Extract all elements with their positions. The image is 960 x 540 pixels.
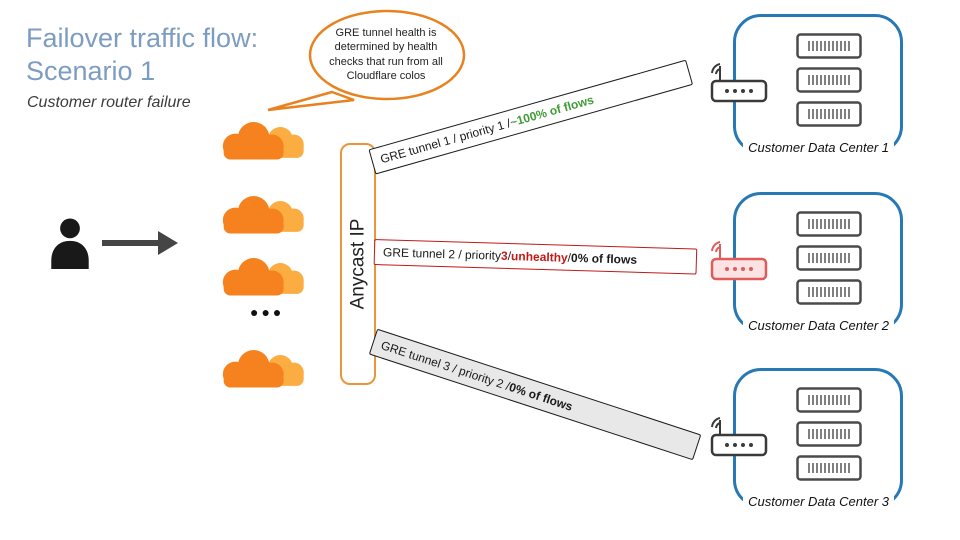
user-icon: [44, 216, 96, 272]
datacenter-3: Customer Data Center 3: [710, 368, 903, 509]
datacenter-2: Customer Data Center 2: [710, 192, 903, 333]
cloudflare-colo-icon: [212, 248, 312, 308]
gre-tunnel-2-bar: GRE tunnel 2 / priority 3 / unhealthy / …: [373, 239, 698, 275]
anycast-ip-label: Anycast IP: [347, 218, 369, 310]
page-title: Failover traffic flow: Scenario 1: [26, 22, 258, 88]
callout-text: GRE tunnel health is determined by healt…: [329, 27, 443, 82]
server-icon: [796, 101, 862, 127]
traffic-arrow-line: [102, 240, 160, 246]
anycast-ip-box: Anycast IP: [340, 143, 376, 385]
traffic-arrow-head: [158, 231, 178, 255]
tunnel-1-flows: ~100% of flows: [508, 92, 596, 130]
server-icon: [796, 33, 862, 59]
router-icon: [710, 415, 770, 459]
more-colos-ellipsis: ●●●: [250, 304, 285, 320]
router-icon: [710, 61, 770, 105]
server-icon: [796, 245, 862, 271]
page-subtitle: Customer router failure: [27, 94, 191, 111]
tunnel-3-label: GRE tunnel 3 / priority 2 /: [379, 337, 512, 393]
datacenter-2-label: Customer Data Center 2: [743, 318, 894, 333]
cloudflare-colo-icon: [212, 340, 312, 400]
failed-router-icon: [710, 239, 770, 283]
tunnel-2-flows: 0% of flows: [570, 250, 638, 267]
server-icon: [796, 67, 862, 93]
server-icon: [796, 211, 862, 237]
datacenter-1: Customer Data Center 1: [710, 14, 903, 155]
datacenter-1-label: Customer Data Center 1: [743, 140, 894, 155]
server-icon: [796, 279, 862, 305]
cloudflare-colo-icon: [212, 186, 312, 246]
cloudflare-colo-icon: [212, 112, 312, 172]
title-line1: Failover traffic flow:: [26, 23, 259, 53]
callout-bubble-shape: [267, 9, 466, 112]
server-icon: [796, 455, 862, 481]
server-icon: [796, 387, 862, 413]
title-line2: Scenario 1: [26, 55, 156, 86]
tunnel-1-label: GRE tunnel 1 / priority 1 /: [378, 116, 513, 167]
datacenter-3-label: Customer Data Center 3: [743, 494, 894, 509]
gre-tunnel-3-bar: GRE tunnel 3 / priority 2 / 0% of flows: [368, 328, 702, 461]
tunnel-2-label: GRE tunnel 2 / priority: [382, 245, 502, 263]
tunnel-3-flows: 0% of flows: [507, 379, 575, 414]
server-icon: [796, 421, 862, 447]
tunnel-2-status: unhealthy: [510, 249, 568, 265]
